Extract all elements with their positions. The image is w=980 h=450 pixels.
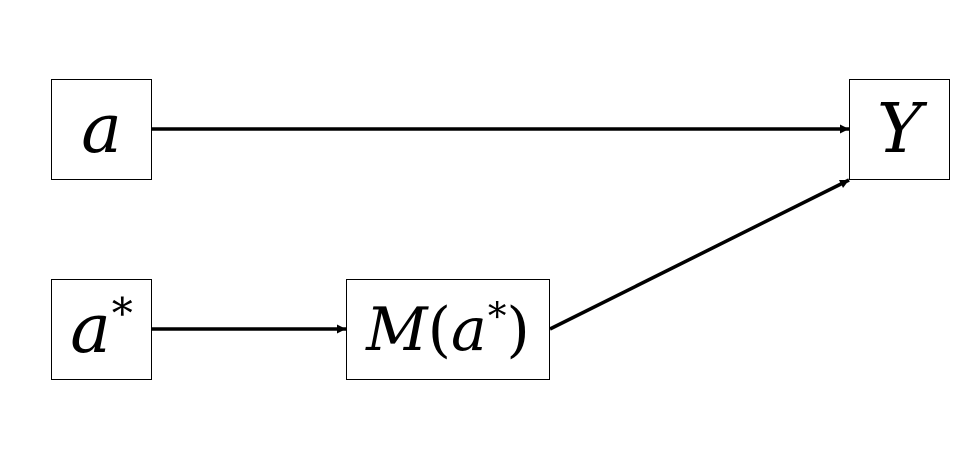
edge-m-to-y [549,178,850,331]
node-mediator-arg: a [451,294,487,365]
node-mediator-open-paren: ( [427,294,452,365]
node-a-star-superscript: * [111,289,133,339]
node-y-base: Y [877,89,922,169]
node-mediator: M ( a * ) [346,279,550,380]
node-a-star-base: a [70,289,111,369]
node-a: a [51,79,152,180]
node-mediator-close-paren: ) [506,294,530,365]
node-mediator-func: M [366,294,428,365]
node-a-base: a [81,89,122,169]
node-y-label: Y [877,89,922,169]
node-mediator-superscript: * [487,294,507,339]
node-a-star: a * [51,279,152,380]
node-a-label: a [81,89,122,169]
node-mediator-label: M ( a * ) [366,294,530,365]
node-a-star-label: a * [70,289,133,369]
node-y: Y [849,79,950,180]
